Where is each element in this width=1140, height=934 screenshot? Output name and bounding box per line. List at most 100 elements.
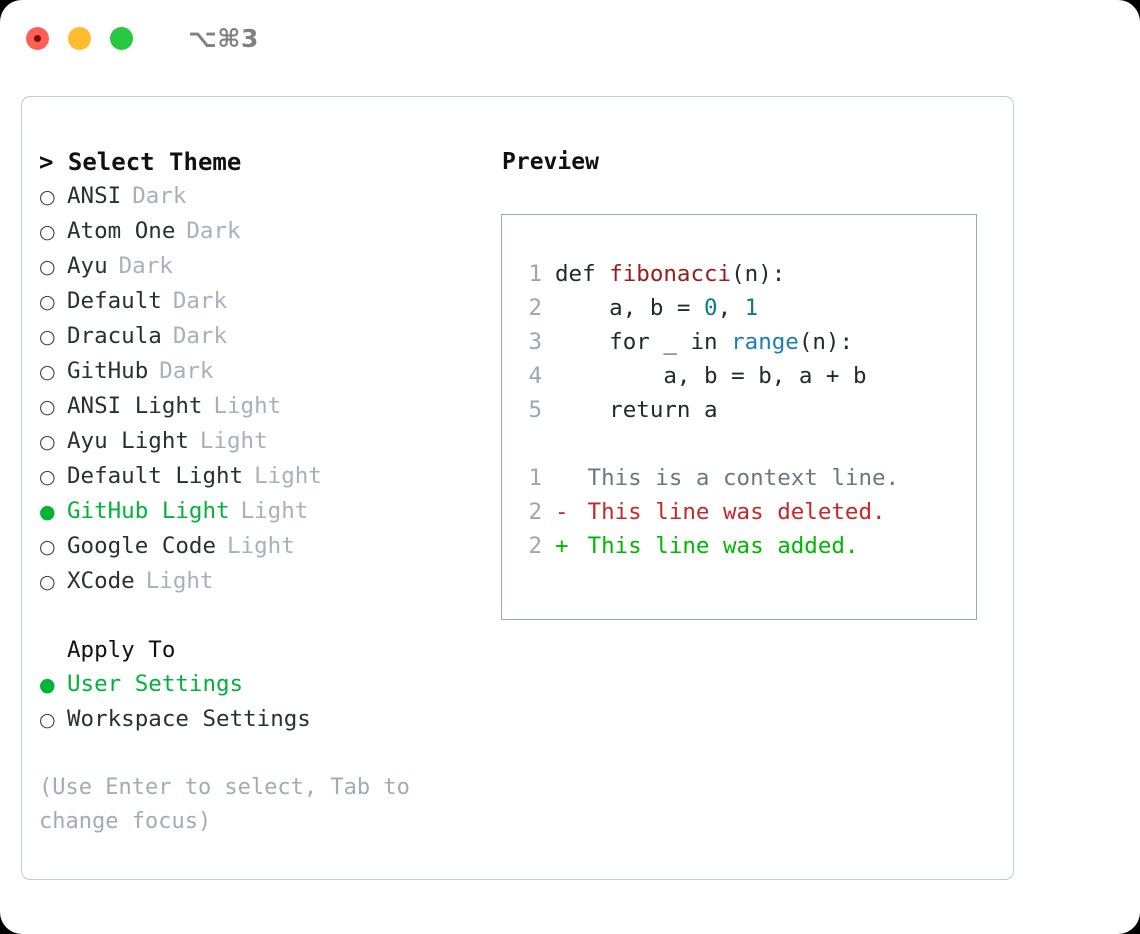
code-token: for _ in — [555, 329, 732, 355]
diff-text: This line was added. — [574, 533, 859, 559]
code-line: 1 def fibonacci(n): — [516, 257, 976, 291]
code-token: a, b = — [555, 295, 705, 321]
diff-text: This line was deleted. — [574, 499, 886, 525]
theme-option-kind: Dark — [159, 358, 214, 384]
theme-option-default[interactable]: ○ Default Dark — [39, 284, 487, 319]
theme-option-ayu[interactable]: ○ Ayu Dark — [39, 249, 487, 284]
theme-option-label: Ayu Light — [67, 428, 189, 454]
apply-to-list[interactable]: ● User Settings ○ Workspace Settings — [39, 667, 487, 737]
apply-to-option-workspace-settings[interactable]: ○ Workspace Settings — [39, 702, 487, 737]
minimize-button[interactable] — [68, 26, 91, 50]
window-controls — [26, 26, 133, 50]
theme-option-kind: Dark — [118, 253, 173, 279]
radio-unselected-icon: ○ — [39, 361, 56, 383]
theme-option-label: XCode — [67, 568, 135, 594]
radio-unselected-icon: ○ — [39, 396, 56, 418]
line-number: 2 — [528, 295, 542, 321]
diff-marker: + — [555, 533, 569, 559]
radio-unselected-icon: ○ — [39, 291, 56, 313]
theme-option-label: Default Light — [67, 463, 244, 489]
apply-to-option-label: User Settings — [67, 671, 244, 697]
code-gap — [516, 427, 976, 461]
theme-option-kind: Dark — [186, 218, 241, 244]
theme-option-label: Ayu — [67, 253, 108, 279]
apply-to-option-user-settings[interactable]: ● User Settings — [39, 667, 487, 702]
theme-option-kind: Dark — [132, 183, 187, 209]
diff-sample: 1 This is a context line.2- This line wa… — [516, 461, 976, 563]
diff-marker: - — [555, 499, 569, 525]
theme-option-label: Google Code — [67, 533, 217, 559]
code-line: 3 for _ in range(n): — [516, 325, 976, 359]
apply-to-option-label: Workspace Settings — [67, 706, 311, 732]
code-token: (n): — [798, 329, 854, 355]
code-token: range — [731, 329, 799, 355]
radio-unselected-icon: ○ — [39, 326, 56, 348]
radio-unselected-icon: ○ — [39, 221, 56, 243]
radio-unselected-icon: ○ — [39, 571, 56, 593]
theme-option-label: GitHub Light — [67, 498, 230, 524]
theme-option-label: GitHub — [67, 358, 149, 384]
diff-marker — [555, 461, 574, 495]
line-number: 1 — [528, 261, 542, 287]
line-number: 1 — [528, 465, 542, 491]
code-line: 2 a, b = 0, 1 — [516, 291, 976, 325]
apply-to-header: Apply To — [67, 637, 176, 663]
radio-selected-icon: ● — [39, 674, 56, 696]
line-number: 2 — [528, 533, 542, 559]
theme-option-default-light[interactable]: ○ Default Light Light — [39, 459, 487, 494]
code-line: 5 return a — [516, 393, 976, 427]
code-token: (n): — [731, 261, 786, 287]
line-number: 3 — [528, 329, 542, 355]
radio-unselected-icon: ○ — [39, 709, 56, 731]
code-token: 0 — [704, 295, 718, 321]
theme-option-label: ANSI — [67, 183, 122, 209]
maximize-button[interactable] — [110, 26, 133, 50]
theme-option-xcode[interactable]: ○ XCode Light — [39, 564, 487, 599]
radio-unselected-icon: ○ — [39, 256, 56, 278]
theme-option-kind: Dark — [172, 288, 228, 314]
diff-line-del: 2- This line was deleted. — [516, 495, 976, 529]
diff-line-ctx: 1 This is a context line. — [516, 461, 976, 495]
line-number: 2 — [528, 499, 542, 525]
theme-option-github[interactable]: ○ GitHub Dark — [39, 354, 487, 389]
radio-unselected-icon: ○ — [39, 431, 56, 453]
line-number: 4 — [528, 363, 542, 389]
radio-unselected-icon: ○ — [39, 186, 56, 208]
theme-option-label: Default — [67, 288, 162, 314]
theme-option-kind: Light — [213, 393, 282, 419]
code-token: def — [555, 261, 610, 287]
select-theme-header: > Select Theme — [39, 148, 242, 176]
theme-option-dracula[interactable]: ○ Dracula Dark — [39, 319, 487, 354]
close-button[interactable] — [26, 26, 49, 50]
theme-option-ansi[interactable]: ○ ANSI Dark — [39, 179, 487, 214]
title-bar: ⌥⌘3 — [0, 0, 1140, 76]
radio-unselected-icon: ○ — [39, 536, 56, 558]
theme-option-label: Dracula — [67, 323, 162, 349]
keyboard-shortcut-label: ⌥⌘3 — [188, 23, 259, 53]
code-token: , — [717, 295, 745, 321]
theme-option-kind: Dark — [172, 323, 228, 349]
theme-option-ayu-light[interactable]: ○ Ayu Light Light — [39, 424, 487, 459]
code-token: 1 — [744, 295, 759, 321]
code-line: 4 a, b = b, a + b — [516, 359, 976, 393]
code-token: fibonacci — [609, 261, 732, 287]
theme-option-atom-one[interactable]: ○ Atom One Dark — [39, 214, 487, 249]
radio-selected-icon: ● — [39, 501, 56, 523]
theme-option-kind: Light — [254, 463, 322, 489]
theme-option-kind: Light — [199, 428, 268, 454]
theme-option-kind: Light — [145, 568, 214, 594]
help-text: (Use Enter to select, Tab to change focu… — [39, 775, 410, 834]
diff-line-add: 2 + This line was added. — [516, 529, 976, 563]
radio-unselected-icon: ○ — [39, 466, 56, 488]
theme-option-label: Atom One — [67, 218, 176, 244]
code-token: a, b = b, a + b — [555, 363, 867, 389]
